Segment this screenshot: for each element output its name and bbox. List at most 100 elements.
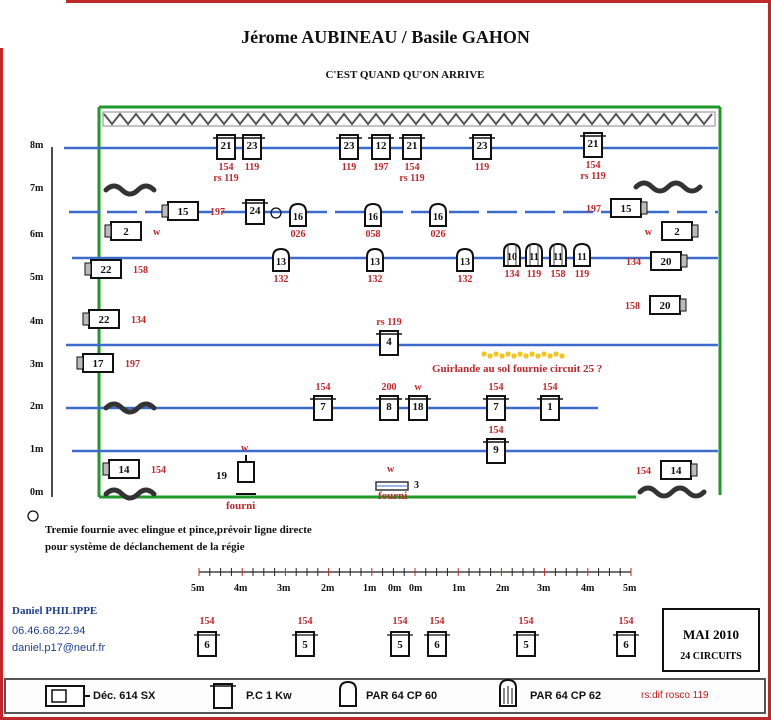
- garland-dot: [529, 351, 535, 357]
- floor-fixture-circuit: 5: [302, 639, 308, 651]
- height-label: 0m: [30, 487, 44, 498]
- garland-dot: [547, 353, 553, 359]
- fixture-circuit: 10: [507, 252, 517, 263]
- garland-dot: [511, 353, 517, 359]
- truss-frame: [102, 111, 716, 127]
- fixture-lens: [82, 312, 90, 326]
- ladder-left-0m: [103, 487, 157, 501]
- fixture-lens: [104, 224, 112, 238]
- fixture-label: 119: [575, 269, 589, 280]
- fixture-body: [573, 242, 591, 267]
- floor-fixture-gel: 154: [619, 616, 634, 627]
- garland-dot: [493, 351, 499, 357]
- fixture-19-body: [237, 461, 255, 483]
- fixture-label: 058: [366, 229, 381, 240]
- fixture-circuit: 13: [460, 257, 470, 268]
- fixture-circuit: 12: [376, 140, 388, 152]
- floor-fixture-gel: 154: [393, 616, 408, 627]
- floor-ruler: [198, 568, 632, 576]
- tremie-w: w: [387, 464, 395, 475]
- fixture-label: 132: [368, 274, 383, 285]
- fixture-body: [366, 247, 384, 272]
- fixture-19-number: 19: [216, 470, 227, 482]
- fixture-circuit: 11: [577, 252, 586, 263]
- garland-dot: [553, 351, 559, 357]
- fixture-circuit: 22: [101, 264, 113, 276]
- fixture-label: 026: [291, 229, 306, 240]
- tremie-number: 3: [414, 480, 419, 491]
- fixture-body: [379, 395, 399, 421]
- fixture-label: rs 119: [213, 173, 238, 184]
- floor-fixture: 6 154: [613, 616, 639, 657]
- floor-scale-label: 3m: [537, 583, 551, 594]
- height-label: 3m: [30, 359, 44, 370]
- garland-dot: [481, 351, 487, 357]
- corner-notch: [0, 0, 66, 48]
- fixture-body: [216, 134, 236, 160]
- fixture-label: 197: [586, 204, 601, 215]
- fixture-label: 026: [431, 229, 446, 240]
- side-ladders: [103, 180, 707, 501]
- fixture-body: [429, 202, 447, 227]
- fixture-circuit: 15: [621, 203, 633, 215]
- floor-fixture-circuit: 6: [623, 639, 629, 651]
- height-label: 6m: [30, 229, 44, 240]
- fixture-par60: 11 119: [573, 242, 591, 280]
- fixture-label: 132: [274, 274, 289, 285]
- fixture-body: [472, 134, 492, 160]
- fixture-label: 154: [489, 382, 504, 393]
- legend-bar: [4, 678, 766, 714]
- garland-dot: [559, 353, 565, 359]
- fixture-label: 154: [636, 466, 651, 477]
- fixture-label: rs 119: [399, 173, 424, 184]
- fixture-circuit: 20: [660, 300, 672, 312]
- tremie-fourni: fourni: [378, 490, 408, 502]
- ladder-right-7m: [633, 180, 703, 194]
- fixture-label: rs 119: [580, 171, 605, 182]
- floor-scale-label: 2m: [496, 583, 510, 594]
- ladder-left-7m: [103, 183, 157, 197]
- fixture-lens: [680, 254, 688, 268]
- fixture-body: [245, 199, 265, 225]
- fixture-label: 134: [131, 315, 146, 326]
- fixture-pc: 18w: [405, 382, 431, 421]
- floor-fixture-body: [197, 631, 217, 657]
- fixture-body: [456, 247, 474, 272]
- contact-name: Daniel PHILIPPE: [12, 605, 98, 617]
- fixture-label: 158: [133, 265, 148, 276]
- contact-phone: 06.46.68.22.94: [12, 625, 86, 637]
- garland-dot: [535, 353, 541, 359]
- height-label: 1m: [30, 444, 44, 455]
- ladder-left-2m: [103, 401, 157, 415]
- floor-fixture-gel: 154: [430, 616, 445, 627]
- tremie-symbol-plot: [270, 207, 282, 219]
- fixture-body: [371, 134, 391, 160]
- fixture-label: rs 119: [376, 317, 401, 328]
- fixture-circuit: 22: [99, 314, 111, 326]
- garland-dot: [541, 351, 547, 357]
- fixture-circuit: 8: [386, 401, 392, 413]
- truss-zigzag: [103, 112, 713, 126]
- fixture-label: 154: [586, 160, 601, 171]
- garland-label: Guirlande au sol fournie circuit 25 ?: [432, 363, 603, 375]
- fixture-label: 119: [527, 269, 541, 280]
